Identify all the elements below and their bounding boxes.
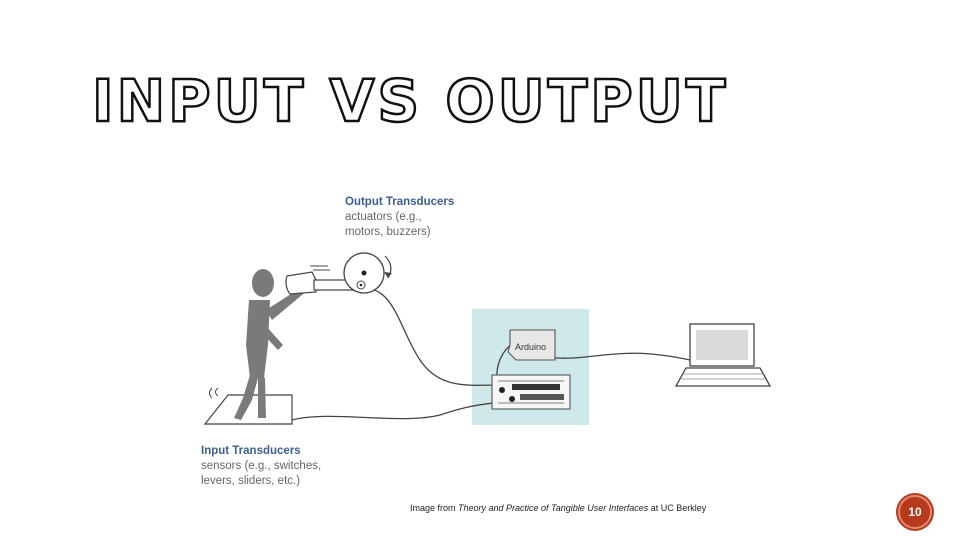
glove-icon: [285, 271, 317, 295]
output-transducers-label: Output Transducers actuators (e.g., moto…: [345, 195, 454, 240]
wire-actuator-to-board: [365, 287, 501, 386]
wire-board-to-laptop: [554, 352, 691, 361]
input-transducers-label: Input Transducers sensors (e.g., switche…: [201, 444, 321, 489]
breadboard: [491, 374, 571, 410]
arduino-board: Arduino: [507, 329, 556, 361]
input-transducers-line2: levers, sliders, etc.): [201, 475, 301, 487]
actuator-assembly: [285, 252, 392, 295]
input-transducers-heading: Input Transducers: [201, 445, 301, 457]
caption-prefix: Image from: [410, 503, 459, 513]
laptop-icon: [674, 323, 772, 387]
output-transducers-line2: motors, buzzers): [345, 226, 431, 238]
page-number-badge: 10: [898, 495, 932, 529]
input-transducers-line1: sensors (e.g., switches,: [201, 460, 322, 472]
slide-title: INPUT VS OUTPUT: [91, 67, 729, 135]
caption-suffix: at UC Berkley: [648, 503, 707, 513]
transducer-diagram: Arduino: [203, 252, 772, 425]
board-label: Arduino: [515, 342, 546, 352]
output-transducers-heading: Output Transducers: [345, 196, 455, 208]
output-transducers-line1: actuators (e.g.,: [345, 211, 422, 223]
floor-mat: [203, 394, 293, 425]
wire-mat-to-board: [291, 401, 501, 421]
image-caption: Image from Theory and Practice of Tangib…: [410, 503, 706, 513]
mat-vibration-icon: [209, 387, 219, 399]
caption-source-title: Theory and Practice of Tangible User Int…: [458, 503, 649, 513]
